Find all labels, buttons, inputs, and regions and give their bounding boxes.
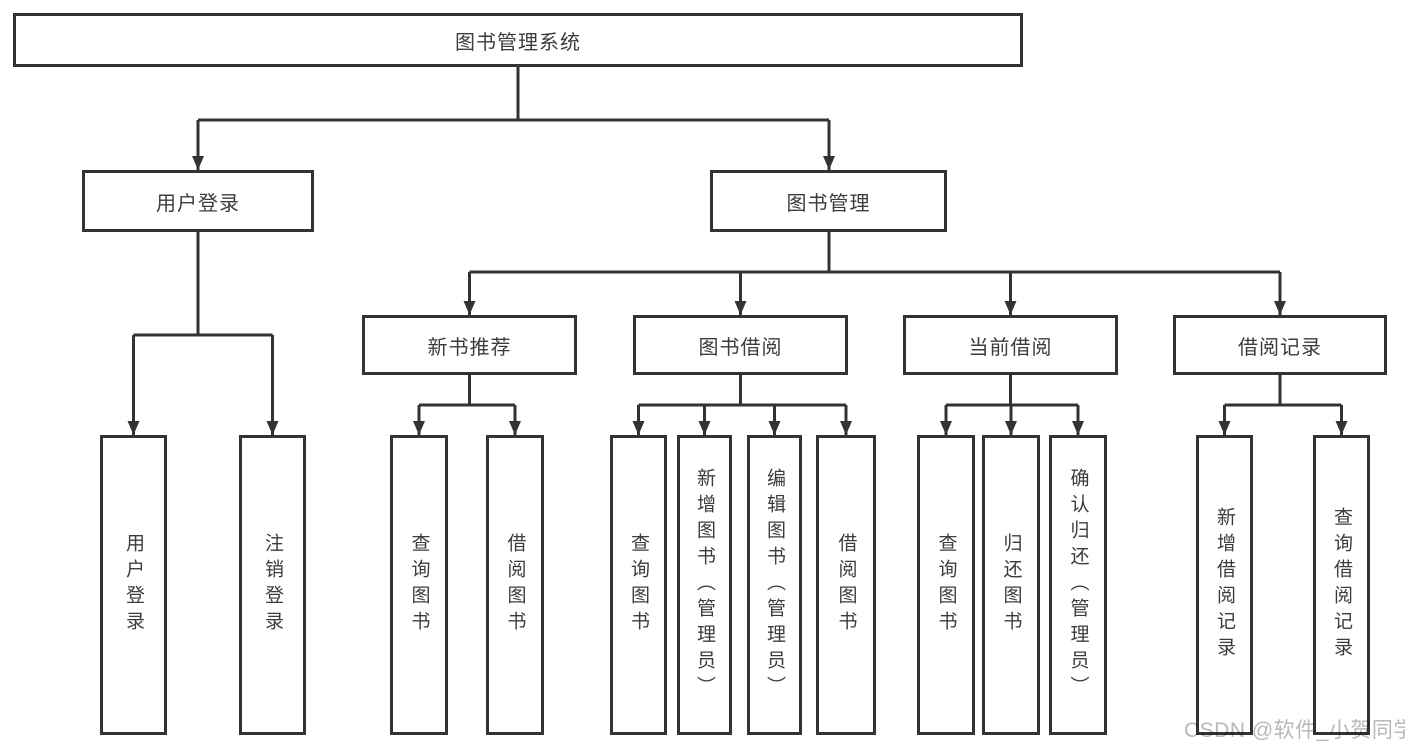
- leaf-logout: 注销登录: [239, 435, 306, 735]
- node-new-book-recommend-label: 新书推荐: [427, 336, 512, 359]
- node-root-system: 图书管理系统: [13, 13, 1023, 67]
- leaf-user-login-label: 用户登录: [123, 533, 144, 637]
- node-new-book-recommend: 新书推荐: [362, 315, 577, 375]
- leaf-add-borrow-record-label: 新增借阅记录: [1214, 507, 1235, 663]
- leaf-borrow-book-label: 借阅图书: [835, 533, 857, 637]
- edges-new-book-recommend: [413, 375, 521, 435]
- leaf-newrec-query-book: 查询图书: [390, 435, 448, 735]
- leaf-current-query-book: 查询图书: [917, 435, 975, 735]
- edges-book-borrow: [632, 375, 852, 435]
- leaf-newrec-borrow-book: 借阅图书: [486, 435, 544, 735]
- node-root-label: 图书管理系统: [455, 31, 581, 54]
- leaf-current-query-book-label: 查询图书: [935, 533, 957, 637]
- node-current-borrow: 当前借阅: [903, 315, 1118, 375]
- leaf-add-book-admin: 新增图书（管理员）: [677, 435, 732, 735]
- leaf-logout-label: 注销登录: [262, 533, 283, 637]
- node-borrow-record: 借阅记录: [1173, 315, 1387, 375]
- leaf-user-login: 用户登录: [100, 435, 167, 735]
- leaf-edit-book-admin: 编辑图书（管理员）: [747, 435, 802, 735]
- leaf-add-borrow-record: 新增借阅记录: [1196, 435, 1253, 735]
- edges-borrow-record: [1218, 375, 1348, 435]
- leaf-return-book-label: 归还图书: [1000, 533, 1022, 637]
- node-book-management: 图书管理: [710, 170, 947, 232]
- edges-user-login: [127, 232, 279, 435]
- node-book-management-label: 图书管理: [786, 192, 871, 215]
- edges-current-borrow: [940, 375, 1084, 435]
- leaf-confirm-return-admin: 确认归还（管理员）: [1049, 435, 1107, 735]
- leaf-borrow-query-book: 查询图书: [610, 435, 667, 735]
- leaf-borrow-book: 借阅图书: [816, 435, 876, 735]
- edges-book-management: [463, 232, 1286, 315]
- csdn-watermark: CSDN @软件_小贺同学: [1184, 719, 1405, 742]
- leaf-return-book: 归还图书: [982, 435, 1040, 735]
- leaf-borrow-query-book-label: 查询图书: [628, 533, 649, 637]
- edges-root: [192, 67, 835, 170]
- node-current-borrow-label: 当前借阅: [968, 336, 1053, 359]
- node-book-borrow-label: 图书借阅: [698, 336, 783, 359]
- leaf-add-book-admin-label: 新增图书（管理员）: [694, 468, 715, 702]
- leaf-query-borrow-record-label: 查询借阅记录: [1331, 507, 1352, 663]
- leaf-confirm-return-admin-label: 确认归还（管理员）: [1067, 468, 1089, 702]
- node-user-login-label: 用户登录: [156, 192, 240, 215]
- leaf-newrec-query-book-label: 查询图书: [408, 533, 430, 637]
- leaf-query-borrow-record: 查询借阅记录: [1313, 435, 1370, 735]
- node-borrow-record-label: 借阅记录: [1238, 336, 1322, 359]
- leaf-edit-book-admin-label: 编辑图书（管理员）: [764, 468, 785, 702]
- leaf-newrec-borrow-book-label: 借阅图书: [504, 533, 526, 637]
- node-user-login: 用户登录: [82, 170, 314, 232]
- node-book-borrow: 图书借阅: [633, 315, 848, 375]
